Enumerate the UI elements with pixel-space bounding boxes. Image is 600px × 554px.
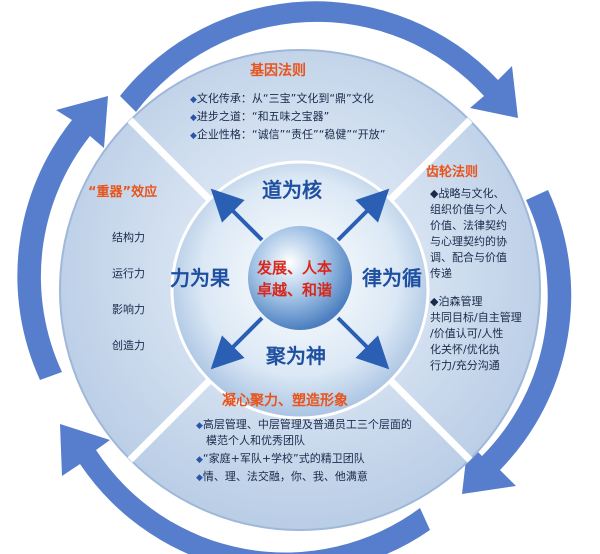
inner-bottom-label: 聚为神: [266, 344, 326, 368]
inner-left-label: 力为果: [170, 266, 230, 290]
top-item-1: 文化传承：从“三宝”文化到“鼎”文化: [190, 92, 374, 107]
right-block1-line4: 与心理契约的协: [430, 235, 507, 248]
top-title: 基因法则: [250, 63, 306, 79]
inner-top-label: 道为核: [262, 178, 322, 202]
divider-nw: [127, 117, 218, 208]
left-item-2: 运行力: [112, 267, 145, 280]
divider-sw: [127, 372, 218, 463]
right-block2-line5: 行力/充分沟通: [430, 359, 500, 372]
right-block1-line3: 价值、法律契约: [430, 219, 507, 232]
center-sphere: [248, 226, 352, 330]
cycle-arrow-top: [120, 1, 518, 119]
top-item-3: 企业性格：“诚信”“责任”“稳健”“开放”: [190, 128, 386, 143]
left-item-1: 结构力: [112, 231, 145, 244]
arrow-nw: [210, 188, 264, 242]
right-block2-line2: 共同目标/自主管理: [430, 311, 522, 324]
bottom-item-2: 模范个人和优秀团队: [206, 434, 305, 447]
divider-se: [382, 372, 473, 463]
left-item-3: 影响力: [112, 303, 145, 316]
cycle-arrow-left: [17, 96, 108, 380]
center-line-2: 卓越、和谐: [257, 281, 333, 299]
inner-right-label: 律为循: [362, 266, 422, 290]
right-block1-line1: ◆战略与文化、: [430, 187, 505, 200]
top-item-2: 进步之道：“和五味之宝器”: [190, 110, 329, 125]
right-block2-line3: /价值认可/人性: [430, 327, 504, 340]
arrow-sw: [210, 316, 264, 370]
cycle-arrow-right: [462, 190, 572, 494]
left-title: “重器”效应: [88, 185, 158, 200]
bottom-title: 凝心聚力、塑造形象: [222, 393, 348, 409]
center-line-1: 发展、人本: [257, 259, 333, 277]
left-item-4: 创造力: [112, 339, 145, 352]
right-block1-line5: 调、配合与价值: [430, 251, 507, 264]
divider-ne: [382, 117, 473, 208]
right-block1-line6: 传递: [430, 267, 452, 280]
right-block2-line4: 化关怀/优化执: [430, 343, 500, 356]
right-block2-line1: ◆泊森管理: [430, 295, 483, 308]
right-title: 齿轮法则: [426, 165, 479, 180]
bottom-item-3: “家庭+军队+学校”式的精卫团队: [196, 452, 365, 467]
bottom-item-4: 情、理、法交融，你、我、他满意: [196, 470, 368, 485]
cycle-arrow-bottom: [60, 424, 430, 554]
bottom-item-1: 高层管理、中层管理及普通员工三个层面的: [196, 418, 412, 433]
right-block1-line2: 组织价值与个人: [430, 203, 507, 216]
arrow-ne: [336, 188, 390, 242]
arrow-se: [336, 316, 390, 370]
